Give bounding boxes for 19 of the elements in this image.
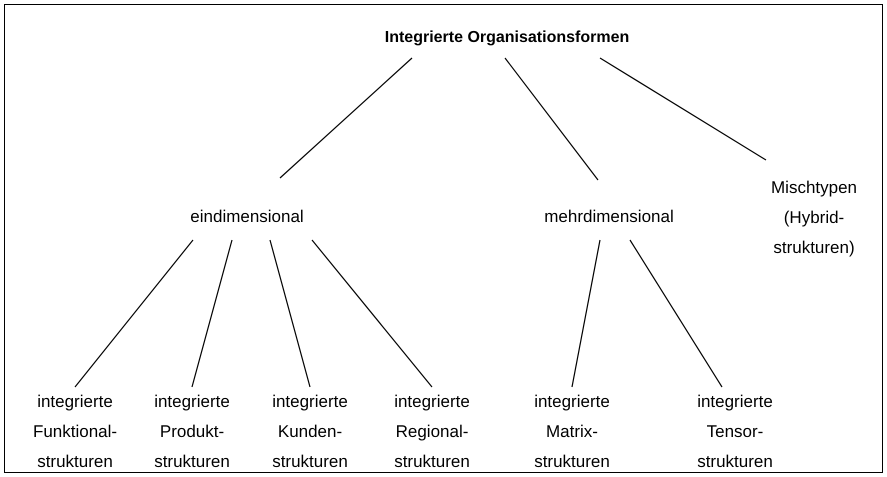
connector-line [280, 58, 412, 178]
connector-line [600, 57, 766, 161]
connector-line [312, 240, 432, 388]
category-label: integrierte Kunden- strukturen [272, 387, 348, 477]
connector-line [269, 240, 311, 388]
category-label: integrierte Funktional- strukturen [32, 387, 118, 477]
category-label: mehrdimensional [544, 180, 674, 240]
connector-line [191, 240, 233, 388]
category-label: integrierte Matrix- strukturen [534, 387, 610, 477]
category-label: eindimensional [190, 178, 304, 240]
connector-line [74, 240, 194, 388]
connector-line [504, 58, 598, 180]
heading-text: Integrierte Organisationsformen [384, 28, 630, 58]
category-label: integrierte Regional- strukturen [394, 387, 470, 477]
connector-line [630, 240, 722, 388]
category-label: integrierte Produkt- strukturen [154, 387, 230, 477]
connector-line [571, 240, 601, 388]
category-label: Mischtypen (Hybrid- strukturen) [771, 160, 857, 263]
category-label: integrierte Tensor- strukturen [697, 387, 773, 477]
